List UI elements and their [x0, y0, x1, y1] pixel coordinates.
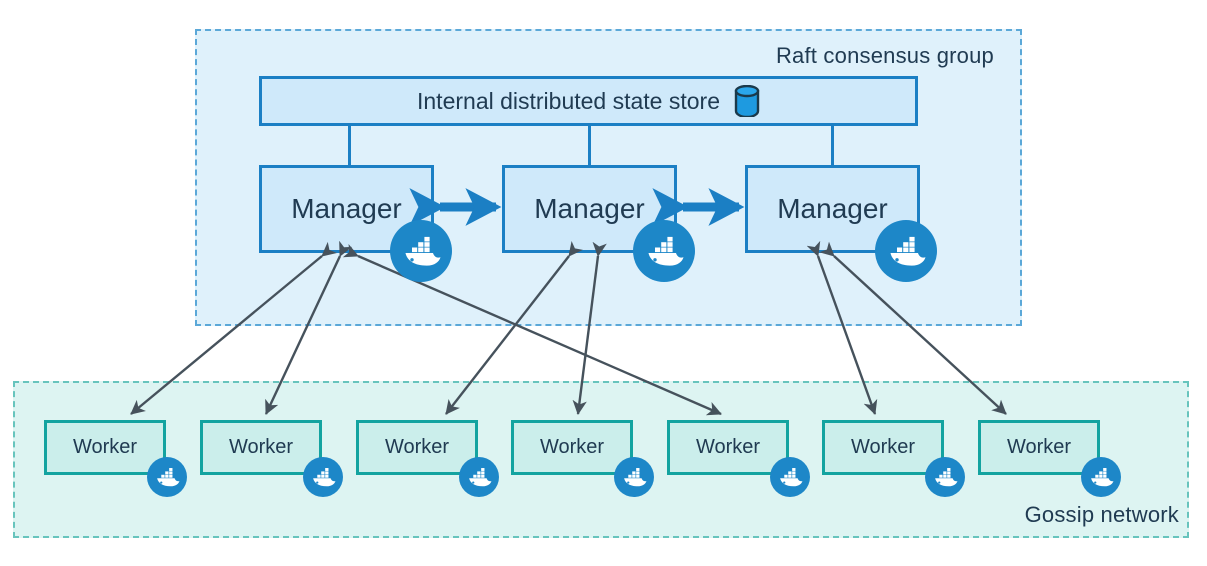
worker-2-label: Worker [228, 436, 294, 458]
docker-whale-icon-worker-5 [770, 457, 810, 497]
docker-whale-icon-worker-4 [614, 457, 654, 497]
manager-1-label: Manager [291, 193, 402, 224]
worker-3-label: Worker [384, 436, 450, 458]
store-to-manager-1-connector [348, 126, 351, 166]
worker-6-label: Worker [850, 436, 916, 458]
manager-3-label: Manager [777, 193, 888, 224]
worker-1-label: Worker [72, 436, 138, 458]
worker-4-label: Worker [539, 436, 605, 458]
worker-node-1[interactable]: Worker [44, 420, 166, 475]
docker-whale-icon-manager-2 [633, 220, 695, 282]
docker-whale-icon-worker-3 [459, 457, 499, 497]
docker-whale-icon-manager-1 [390, 220, 452, 282]
worker-node-7[interactable]: Worker [978, 420, 1100, 475]
worker-node-5[interactable]: Worker [667, 420, 789, 475]
docker-whale-icon-manager-3 [875, 220, 937, 282]
worker-node-4[interactable]: Worker [511, 420, 633, 475]
store-to-manager-3-connector [831, 126, 834, 166]
database-cylinder-icon [734, 85, 760, 117]
store-to-manager-2-connector [588, 126, 591, 166]
raft-consensus-group-label: Raft consensus group [775, 43, 994, 68]
worker-node-2[interactable]: Worker [200, 420, 322, 475]
docker-whale-icon-worker-2 [303, 457, 343, 497]
state-store-label: Internal distributed state store [417, 87, 720, 114]
gossip-network-label: Gossip network [1024, 502, 1179, 527]
worker-5-label: Worker [695, 436, 761, 458]
internal-distributed-state-store-box[interactable]: Internal distributed state store [259, 76, 918, 126]
docker-whale-icon-worker-1 [147, 457, 187, 497]
worker-node-6[interactable]: Worker [822, 420, 944, 475]
manager-2-label: Manager [534, 193, 645, 224]
docker-whale-icon-worker-7 [1081, 457, 1121, 497]
worker-7-label: Worker [1006, 436, 1072, 458]
worker-node-3[interactable]: Worker [356, 420, 478, 475]
docker-whale-icon-worker-6 [925, 457, 965, 497]
